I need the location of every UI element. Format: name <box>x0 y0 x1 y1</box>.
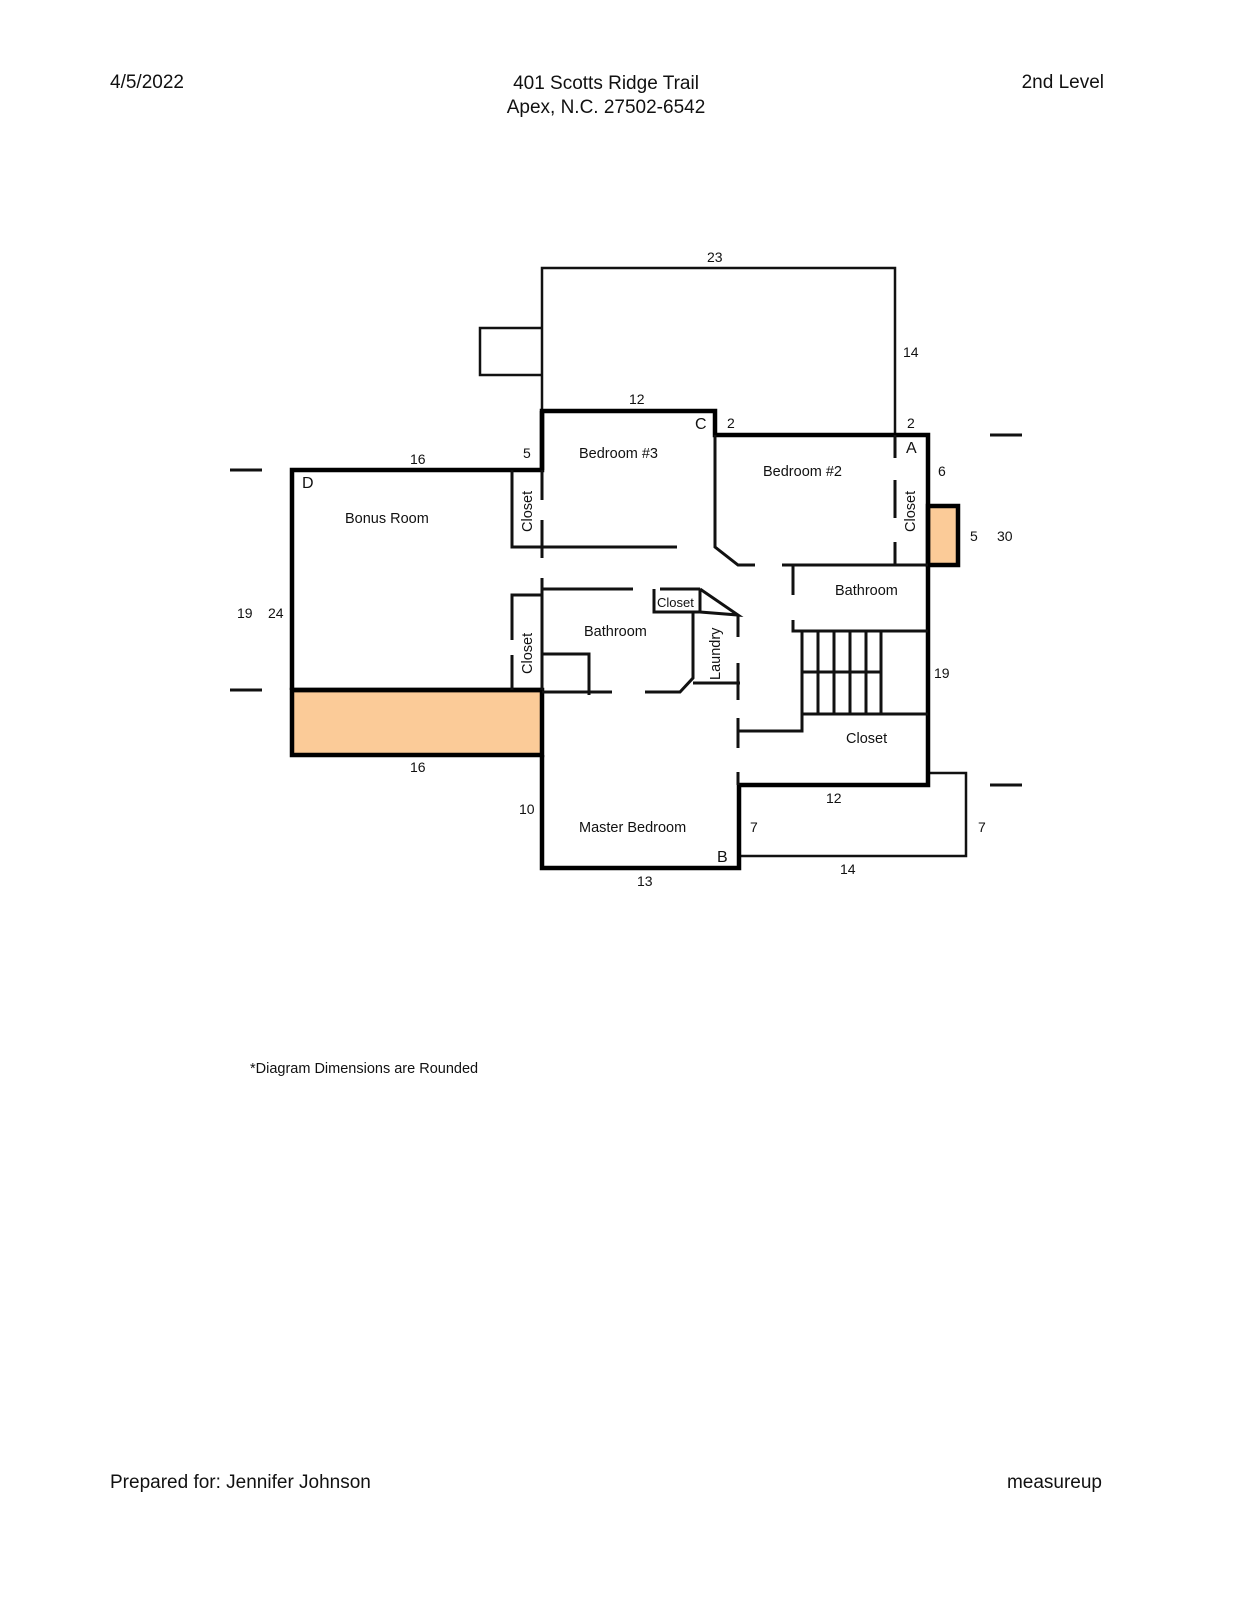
dim-right-step: 2 <box>907 415 915 431</box>
room-bonus-room: Bonus Room <box>345 511 429 527</box>
dim-master-bottom: 13 <box>637 873 653 889</box>
dim-right-bump: 5 <box>970 528 978 544</box>
dim-bonus-bottom: 16 <box>410 759 426 775</box>
porch-outline <box>739 771 968 858</box>
dim-master-left: 10 <box>519 801 535 817</box>
dim-right-lower: 19 <box>934 665 950 681</box>
dim-bonus-top: 16 <box>410 451 426 467</box>
room-bedroom-3: Bedroom #3 <box>579 446 658 462</box>
room-bathroom-lower: Bathroom <box>584 624 647 640</box>
room-closet-bed2: Closet <box>903 491 919 532</box>
dim-bed3-step: 2 <box>727 415 735 431</box>
room-closet-bonus-lower: Closet <box>520 633 536 674</box>
dim-right-outer: 14 <box>903 344 919 360</box>
dim-left-total: 24 <box>268 605 284 621</box>
extent-ticks <box>230 433 1022 787</box>
room-bedroom-2: Bedroom #2 <box>763 464 842 480</box>
corner-c: C <box>695 416 707 433</box>
corner-d: D <box>302 475 314 492</box>
dimensions-note: *Diagram Dimensions are Rounded <box>250 1061 479 1077</box>
prepared-for: Prepared for: Jennifer Johnson <box>110 1472 371 1493</box>
report-date: 4/5/2022 <box>110 72 184 93</box>
room-closet-bonus-upper: Closet <box>520 491 536 532</box>
dim-bonus-step: 5 <box>523 445 531 461</box>
address-line-1: 401 Scotts Ridge Trail <box>513 73 699 94</box>
bump-out-area <box>925 503 961 568</box>
interior-walls <box>510 435 928 785</box>
outer-attic-outline <box>478 266 897 435</box>
brand-name: measureup <box>1006 1472 1102 1493</box>
dim-right-upper: 6 <box>938 463 946 479</box>
room-bathroom-upper: Bathroom <box>835 583 898 599</box>
room-laundry: Laundry <box>708 627 724 680</box>
address-line-2: Apex, N.C. 27502-6542 <box>506 97 706 118</box>
dim-closet-bottom: 12 <box>826 790 842 806</box>
dim-porch-bottom: 14 <box>840 861 856 877</box>
dim-left-outer: 19 <box>237 605 253 621</box>
bonus-storage-area <box>289 687 545 758</box>
dim-porch-left: 7 <box>750 819 758 835</box>
room-closet-small: Closet <box>657 595 694 610</box>
corner-b: B <box>717 849 728 866</box>
exterior-walls <box>289 408 931 871</box>
room-master-bedroom: Master Bedroom <box>579 820 686 836</box>
property-address: 401 Scotts Ridge Trail Apex, N.C. 27502-… <box>0 72 1212 120</box>
corner-a: A <box>906 440 917 457</box>
floor-level: 2nd Level <box>1021 72 1104 93</box>
dim-porch-right: 7 <box>978 819 986 835</box>
room-closet-stair: Closet <box>846 731 887 747</box>
dim-top-outer: 23 <box>707 249 723 265</box>
dim-bed3-top: 12 <box>629 391 645 407</box>
dim-right-total: 30 <box>997 528 1013 544</box>
